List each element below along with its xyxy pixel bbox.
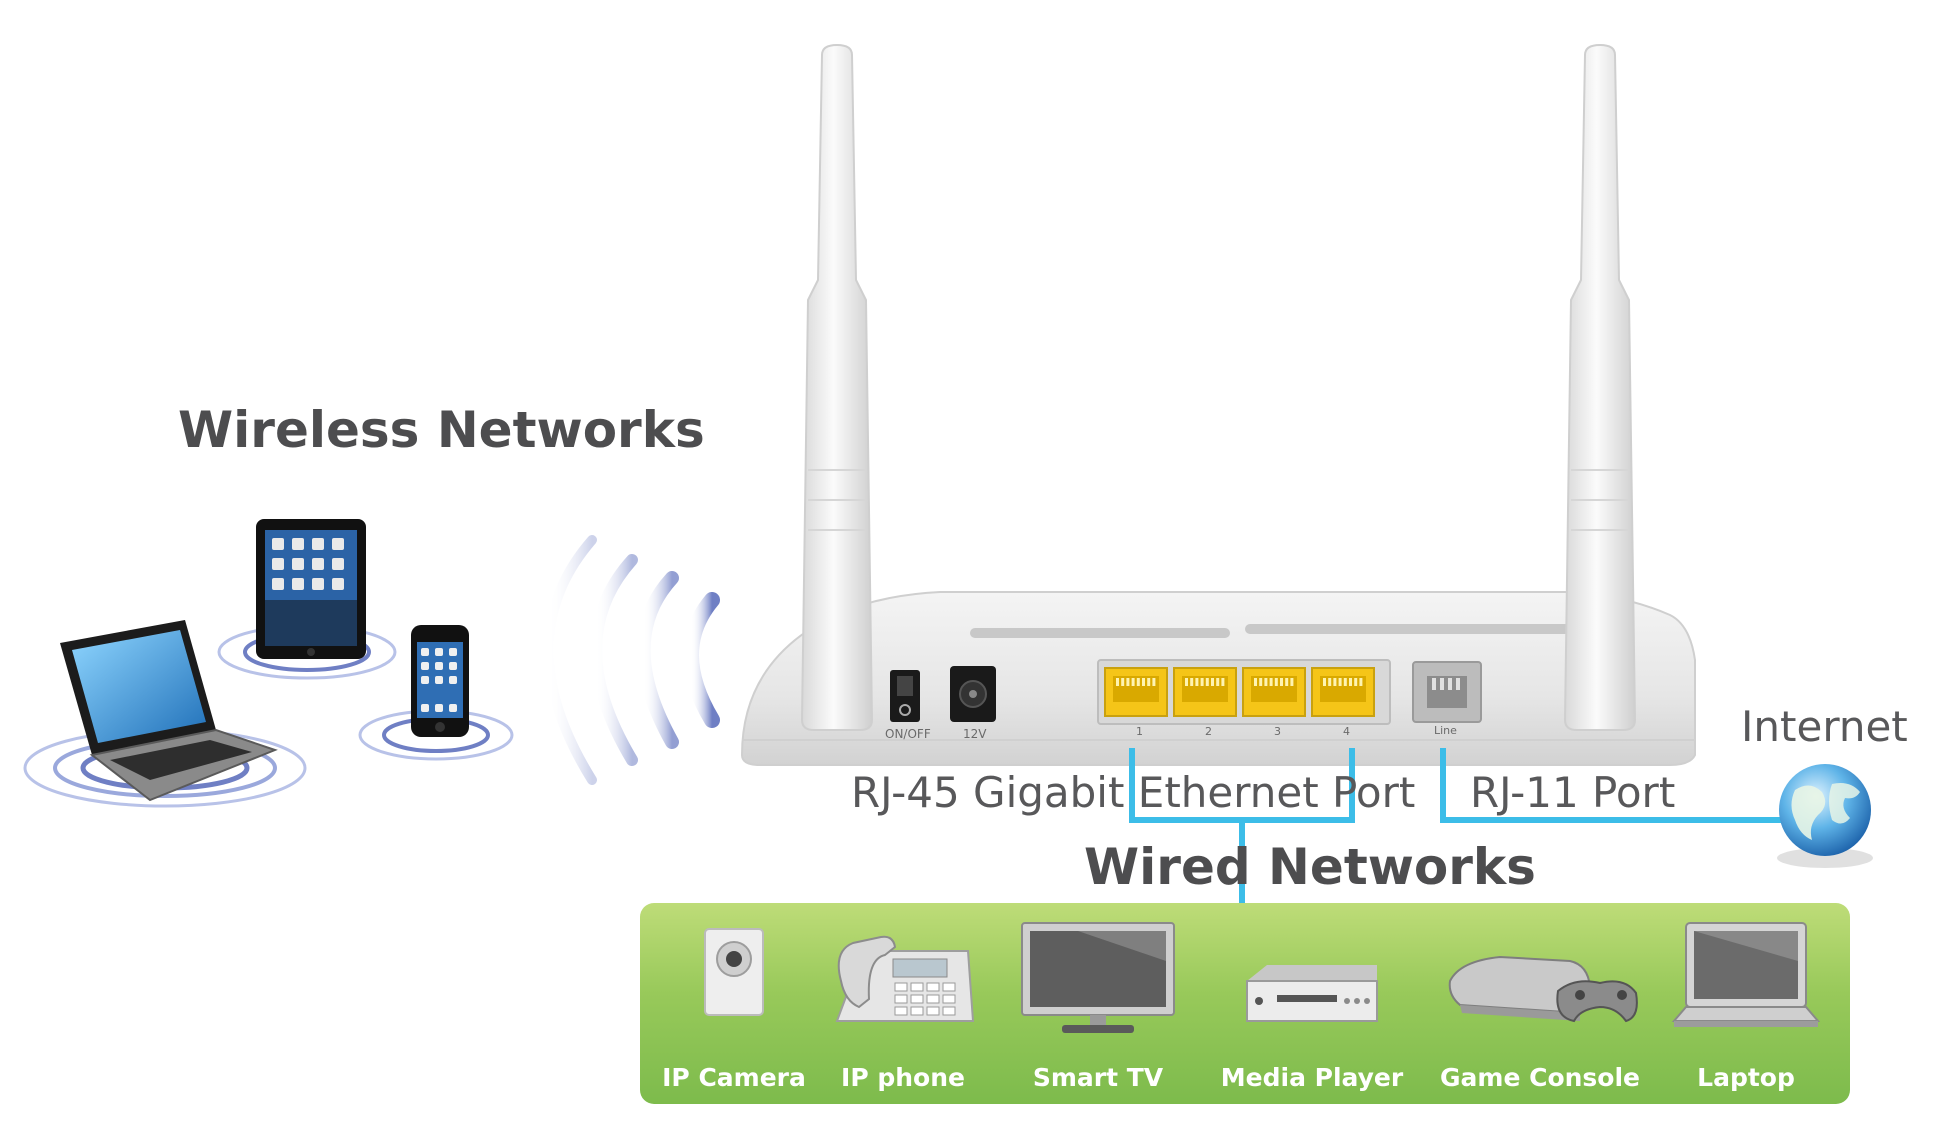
wireless-waves-icon: [543, 535, 720, 785]
device-label-ip-phone: IP phone: [841, 1063, 965, 1092]
wireless-networks-heading: Wireless Networks: [178, 401, 705, 459]
ip-phone-icon: [823, 921, 983, 1035]
device-label-smart-tv: Smart TV: [1032, 1063, 1164, 1092]
lan-port-number-2: 2: [1205, 725, 1212, 738]
switch-label: ON/OFF: [885, 727, 931, 741]
antenna-left-icon: [800, 43, 874, 731]
device-label-laptop: Laptop: [1697, 1063, 1795, 1092]
line-port-label: Line: [1434, 724, 1457, 737]
rj11-port-label: RJ-11 Port: [1470, 768, 1676, 817]
wireless-phone-icon: [411, 625, 469, 737]
wireless-laptop-icon: [60, 620, 278, 802]
device-label-ip-camera: IP Camera: [662, 1063, 806, 1092]
rj45-port-label: RJ-45 Gigabit Ethernet Port: [851, 768, 1416, 817]
wireless-tablet-icon: [256, 519, 366, 659]
globe-icon: [1777, 764, 1873, 868]
smart-tv-icon: [1018, 921, 1178, 1041]
connection-lines: [1129, 748, 1782, 905]
laptop-icon: [1666, 921, 1826, 1041]
wired-networks-heading: Wired Networks: [1084, 838, 1536, 896]
device-label-media-player: Media Player: [1220, 1063, 1404, 1092]
lan-port-1-icon: [1104, 667, 1168, 717]
media-player-icon: [1237, 921, 1387, 1035]
device-label-game-console: Game Console: [1440, 1063, 1640, 1092]
lan-port-3-icon: [1242, 667, 1306, 717]
router: [740, 591, 1696, 766]
antenna-right-icon: [1563, 43, 1637, 731]
internet-label: Internet: [1741, 702, 1908, 751]
lan-port-number-4: 4: [1343, 725, 1350, 738]
wired-devices-panel: IP Camera IP phone: [640, 903, 1850, 1104]
lan-port-number-1: 1: [1136, 725, 1143, 738]
lan-port-4-icon: [1311, 667, 1375, 717]
ip-camera-icon: [699, 921, 769, 1025]
lan-port-number-3: 3: [1274, 725, 1281, 738]
game-console-icon: [1440, 921, 1640, 1041]
lan-port-2-icon: [1173, 667, 1237, 717]
power-label: 12V: [963, 727, 987, 741]
